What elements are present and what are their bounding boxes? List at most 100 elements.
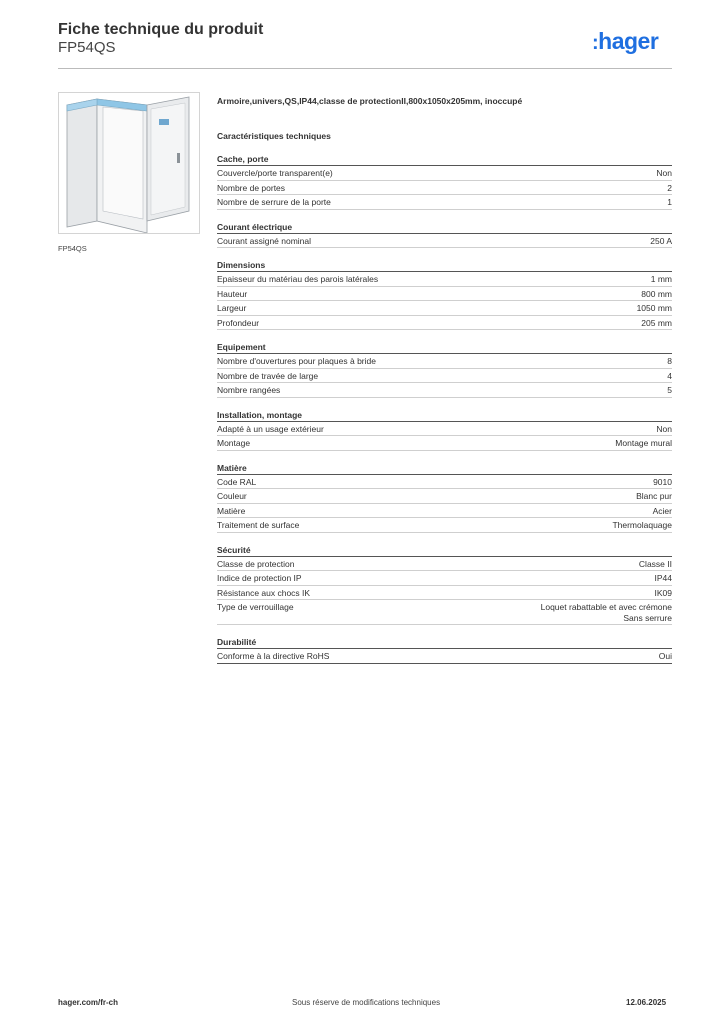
section-title: Sécurité	[217, 545, 672, 557]
spec-row: Largeur 1050 mm	[217, 301, 672, 316]
spec-value-text: Blanc pur	[636, 491, 672, 501]
spec-label: Code RAL	[217, 476, 257, 487]
spec-row: Couvercle/porte transparent(e) Non	[217, 166, 672, 181]
spec-value-text: 1	[667, 197, 672, 207]
specs-heading: Caractéristiques techniques	[217, 131, 331, 141]
spec-value: 8	[667, 356, 672, 367]
spec-value: 1	[667, 197, 672, 208]
spec-value: 5	[667, 385, 672, 396]
spec-label: Nombre de portes	[217, 182, 286, 193]
spec-value-text: 1050 mm	[636, 303, 672, 313]
spec-row: Adapté à un usage extérieur Non	[217, 422, 672, 436]
spec-value: Montage mural	[615, 438, 672, 449]
spec-label: Résistance aux chocs IK	[217, 587, 311, 598]
spec-value: 1050 mm	[637, 303, 672, 314]
product-code: FP54QS	[58, 39, 116, 56]
spec-label: Largeur	[217, 303, 247, 313]
spec-label: Courant assigné nominal	[217, 235, 312, 246]
spec-label: Nombre de serrure de la porte	[217, 197, 331, 207]
footer-website: hager.com/fr-ch	[58, 998, 119, 1007]
spec-value-text: Oui	[658, 651, 672, 661]
spec-label: Conforme à la directive RoHS	[217, 651, 330, 661]
spec-value: 9010	[653, 477, 672, 488]
spec-value-text: 5	[667, 385, 672, 395]
spec-label: Matière	[217, 505, 246, 516]
spec-label: Type de verrouillage	[217, 602, 294, 612]
spec-row: Nombre d'ouvertures pour plaques à bride…	[217, 354, 672, 369]
spec-value: Non	[656, 424, 672, 435]
spec-label: Traitement de surface	[217, 520, 300, 530]
spec-value: 800 mm	[641, 289, 672, 300]
spec-row: Code RAL 9010	[217, 475, 672, 489]
spec-row: Conforme à la directive RoHS Oui	[217, 649, 672, 664]
spec-row: Traitement de surface Thermolaquage	[217, 518, 672, 533]
spec-value: Blanc pur	[636, 491, 672, 502]
spec-row: Nombre de travée de large 4	[217, 369, 672, 383]
spec-label: Couvercle/porte transparent(e)	[217, 168, 333, 178]
section-title: Installation, montage	[217, 410, 672, 422]
spec-value-text: IK09	[654, 587, 673, 598]
spec-value-text: 8	[667, 356, 672, 366]
spec-value: 2	[667, 183, 672, 194]
spec-label: Hauteur	[217, 288, 248, 299]
spec-value: Non	[656, 168, 672, 179]
spec-value: 4	[667, 371, 672, 382]
page-title: Fiche technique du produit	[58, 21, 264, 38]
spec-value-text: Classe II	[638, 558, 672, 569]
spec-value: Thermolaquage	[612, 520, 672, 531]
spec-row: Epaisseur du matériau des parois latéral…	[217, 272, 672, 287]
section-title: Cache, porte	[217, 154, 672, 166]
spec-row: Nombre rangées 5	[217, 383, 672, 398]
product-image	[58, 92, 200, 234]
spec-label: Profondeur	[217, 317, 260, 328]
header-divider	[58, 68, 672, 69]
spec-value-text: IP44	[654, 573, 673, 583]
section-title: Equipement	[217, 342, 672, 354]
spec-row: Nombre de serrure de la porte 1	[217, 195, 672, 210]
spec-row: Nombre de portes 2	[217, 181, 672, 195]
footer-note: Sous réserve de modifications techniques	[292, 998, 441, 1007]
spec-value-text: Loquet rabattable et avec crémone	[540, 602, 672, 612]
spec-value-text: 2	[667, 182, 672, 193]
spec-row: Résistance aux chocs IK IK09	[217, 586, 673, 600]
spec-label: Adapté à un usage extérieur	[217, 423, 324, 434]
spec-row: Type de verrouillage Loquet rabattable et…	[217, 600, 672, 625]
spec-label: Nombre de travée de large	[217, 370, 319, 381]
spec-label: Indice de protection IP	[217, 573, 302, 583]
spec-value: IP44	[655, 573, 673, 584]
spec-label: Couleur	[217, 491, 247, 501]
spec-row: Courant assigné nominal 250 A	[217, 234, 672, 248]
logo-text: hager	[598, 28, 659, 54]
hager-logo: :hager	[592, 28, 659, 54]
spec-value: 205 mm	[641, 318, 672, 329]
footer-date: 12.06.2025	[626, 998, 667, 1007]
spec-value-text: 4	[667, 370, 672, 381]
spec-value-text-2: Sans serrure	[623, 612, 672, 623]
spec-row: Hauteur 800 mm	[217, 287, 672, 301]
spec-label: Montage	[217, 438, 251, 448]
spec-value-text: Non	[656, 423, 672, 434]
spec-value-text: Non	[656, 168, 672, 178]
spec-row: Montage Montage mural	[217, 436, 672, 451]
spec-label: Epaisseur du matériau des parois latéral…	[217, 274, 379, 284]
spec-value: 250 A	[650, 236, 672, 247]
spec-value-text: 205 mm	[641, 317, 672, 328]
section-title: Dimensions	[217, 260, 672, 272]
spec-value: Classe II	[639, 559, 672, 570]
spec-label: Nombre rangées	[217, 385, 281, 395]
spec-value: IK09	[655, 588, 673, 599]
section-title: Courant électrique	[217, 222, 672, 234]
spec-value-text: Thermolaquage	[612, 520, 672, 530]
spec-value: 1 mm	[651, 274, 672, 285]
section-title: Matière	[217, 463, 672, 475]
